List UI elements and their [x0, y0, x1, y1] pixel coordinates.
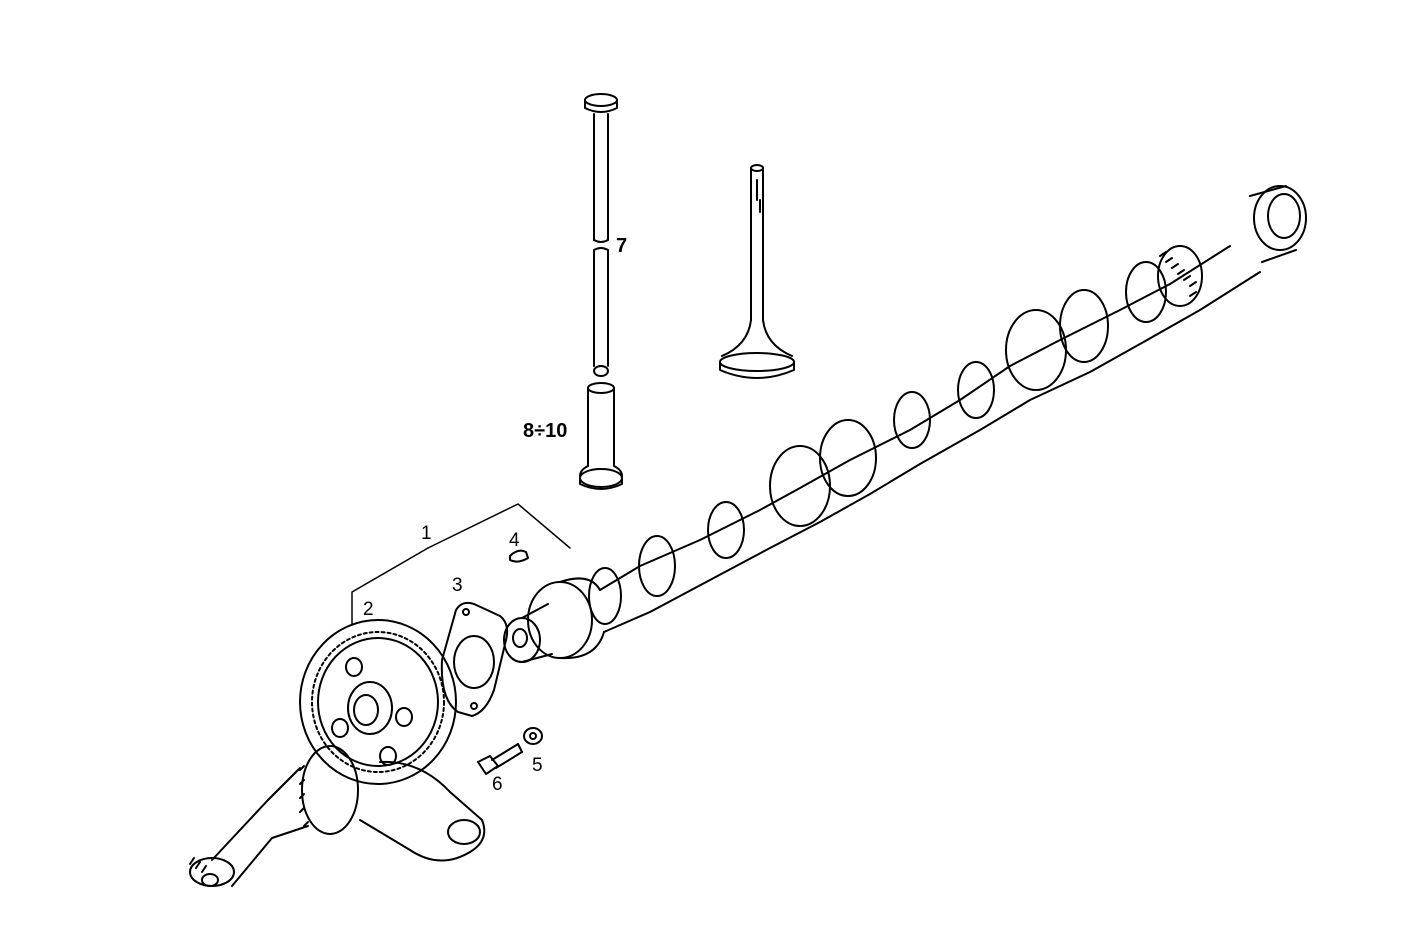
- valve: [719, 164, 795, 379]
- callout-part-1: 1: [421, 523, 432, 544]
- washer: [523, 727, 543, 745]
- thrust-plate: [440, 601, 509, 717]
- crank-gear-and-shaft: [189, 745, 486, 887]
- callout-part-2: 2: [363, 599, 374, 620]
- woodruff-key: [509, 549, 529, 563]
- callout-part-8-10: 8÷10: [523, 420, 568, 442]
- callout-part-3: 3: [452, 575, 463, 596]
- callout-part-7: 7: [616, 235, 628, 257]
- bolt: [477, 743, 523, 775]
- camshaft: [503, 185, 1307, 663]
- callout-part-6: 6: [492, 774, 503, 795]
- callout-part-4: 4: [509, 530, 520, 551]
- leader-lines: [351, 503, 571, 625]
- tappet: [579, 382, 623, 490]
- callout-part-5: 5: [532, 755, 543, 776]
- timing-gear: [299, 619, 457, 785]
- push-rod: [584, 93, 618, 377]
